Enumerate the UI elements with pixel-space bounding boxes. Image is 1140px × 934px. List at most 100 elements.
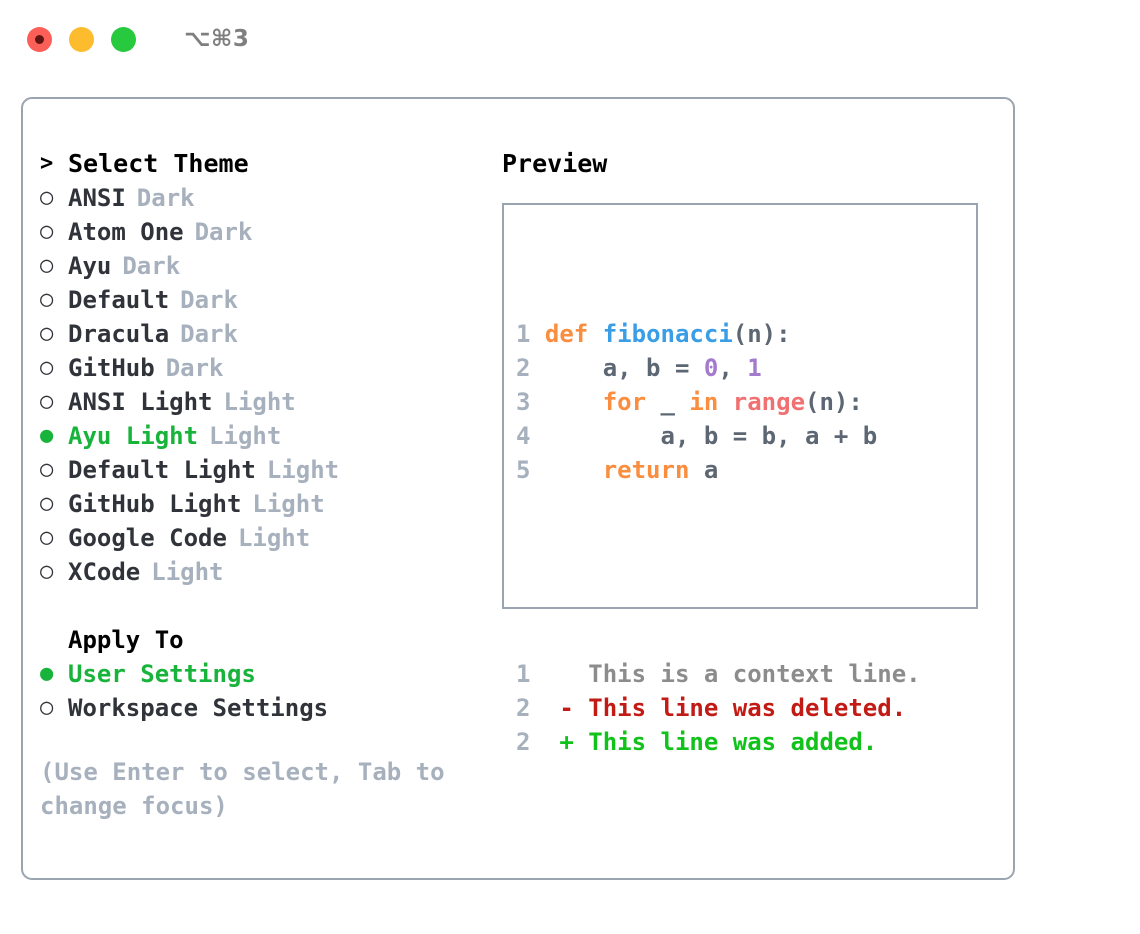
diff-line-ctx: 1 This is a context line.	[516, 657, 921, 691]
radio-unselected-icon: ○	[40, 321, 54, 346]
theme-picker-title: Select Theme	[68, 149, 249, 178]
code-token: a, b =	[544, 354, 704, 382]
theme-variant-tag: Dark	[136, 184, 195, 212]
apply-to-option-workspace-settings[interactable]: ○ Workspace Settings	[40, 691, 470, 725]
code-token	[588, 320, 602, 348]
code-token: fibonacci	[602, 320, 733, 348]
radio-unselected-icon: ○	[40, 695, 54, 720]
theme-variant-tag: Light	[151, 558, 224, 586]
diff-line-add: 2 + This line was added.	[516, 725, 921, 759]
theme-option-ansi[interactable]: ○ ANSI Dark	[40, 181, 470, 215]
apply-to-option-label: Workspace Settings	[68, 694, 329, 722]
apply-to-list: ●User Settings ○ Workspace Settings	[40, 657, 470, 725]
radio-unselected-icon: ○	[40, 491, 54, 516]
code-diff-separator	[516, 555, 921, 589]
code-line: 3 for _ in range(n):	[516, 385, 921, 419]
theme-option-label: XCode	[68, 558, 141, 586]
line-number: 2	[516, 694, 560, 722]
theme-option-ansi-light[interactable]: ○ ANSI Light Light	[40, 385, 470, 419]
theme-option-default-light[interactable]: ○ Default Light Light	[40, 453, 470, 487]
line-number: 2	[516, 728, 560, 756]
radio-unselected-icon: ○	[40, 525, 54, 550]
traffic-lights	[27, 26, 136, 52]
theme-option-label: Dracula	[68, 320, 170, 348]
theme-option-default[interactable]: ○ Default Dark	[40, 283, 470, 317]
close-button-icon[interactable]	[27, 26, 52, 52]
radio-unselected-icon: ○	[40, 219, 54, 244]
keyboard-hint: (Use Enter to select, Tab to change focu…	[40, 758, 445, 820]
theme-option-github[interactable]: ○ GitHub Dark	[40, 351, 470, 385]
radio-unselected-icon: ○	[40, 559, 54, 584]
theme-option-label: Google Code	[68, 524, 227, 552]
line-number: 1	[516, 660, 560, 688]
theme-variant-tag: Dark	[194, 218, 253, 246]
theme-option-label: ANSI Light	[68, 388, 213, 416]
theme-option-xcode[interactable]: ○ XCode Light	[40, 555, 470, 589]
code-token: _	[646, 388, 690, 416]
code-token: (n):	[805, 388, 863, 416]
code-token	[545, 388, 603, 416]
theme-option-label: GitHub	[68, 354, 155, 382]
theme-variant-tag: Light	[223, 388, 296, 416]
theme-option-ayu[interactable]: ○ Ayu Dark	[40, 249, 470, 283]
apply-to-option-label: User Settings	[68, 660, 256, 688]
code-token: in	[689, 388, 719, 416]
maximize-button-icon[interactable]	[111, 26, 136, 52]
theme-variant-tag: Dark	[122, 252, 181, 280]
diff-sample: 1 This is a context line.2 - This line w…	[516, 657, 921, 759]
hint-spacer	[40, 725, 470, 755]
code-token: a, b = b, a + b	[544, 422, 878, 450]
radio-unselected-icon: ○	[40, 457, 54, 482]
prompt-caret-icon: >	[40, 151, 54, 176]
diff-text: + This line was added.	[559, 728, 878, 756]
apply-to-option-user-settings[interactable]: ●User Settings	[40, 657, 470, 691]
radio-selected-icon: ●	[40, 423, 54, 448]
theme-variant-tag: Dark	[165, 354, 224, 382]
code-token: 0	[703, 354, 719, 382]
code-line: 4 a, b = b, a + b	[516, 419, 921, 453]
theme-option-label: Ayu	[68, 252, 112, 280]
code-line: 2 a, b = 0, 1	[516, 351, 921, 385]
diff-line-del: 2 - This line was deleted.	[516, 691, 921, 725]
code-token: def	[544, 320, 589, 348]
radio-unselected-icon: ○	[40, 253, 54, 278]
code-line: 5 return a	[516, 453, 921, 487]
theme-option-dracula[interactable]: ○ Dracula Dark	[40, 317, 470, 351]
theme-option-label: Ayu Light	[68, 422, 199, 450]
apply-to-title: Apply To	[68, 626, 184, 654]
theme-variant-tag: Light	[266, 456, 340, 484]
line-number: 1	[516, 320, 545, 348]
theme-variant-tag: Light	[252, 490, 325, 518]
minimize-button-icon[interactable]	[69, 26, 94, 52]
theme-option-label: Default Light	[68, 456, 256, 484]
radio-unselected-icon: ○	[40, 355, 54, 380]
theme-option-atom-one[interactable]: ○ Atom One Dark	[40, 215, 470, 249]
code-token: (n):	[732, 320, 791, 348]
list-spacer	[40, 589, 470, 623]
code-token: 1	[747, 354, 762, 382]
code-token: a	[689, 456, 719, 484]
preview-panel: Preview 1 def fibonacci(n):2 a, b = 0, 1…	[502, 147, 992, 756]
code-token: return	[602, 456, 690, 484]
radio-unselected-icon: ○	[40, 185, 54, 210]
theme-option-label: Atom One	[68, 218, 184, 246]
diff-text: This is a context line.	[559, 660, 921, 688]
theme-variant-tag: Dark	[180, 320, 238, 348]
theme-option-label: ANSI	[68, 184, 126, 212]
code-token	[718, 388, 732, 416]
line-number: 2	[516, 354, 545, 382]
theme-variant-tag: Dark	[180, 286, 238, 314]
line-number: 5	[516, 456, 545, 484]
diff-text: - This line was deleted.	[559, 694, 907, 722]
radio-unselected-icon: ○	[40, 389, 54, 414]
radio-unselected-icon: ○	[40, 287, 54, 312]
theme-option-label: Default	[68, 286, 170, 314]
